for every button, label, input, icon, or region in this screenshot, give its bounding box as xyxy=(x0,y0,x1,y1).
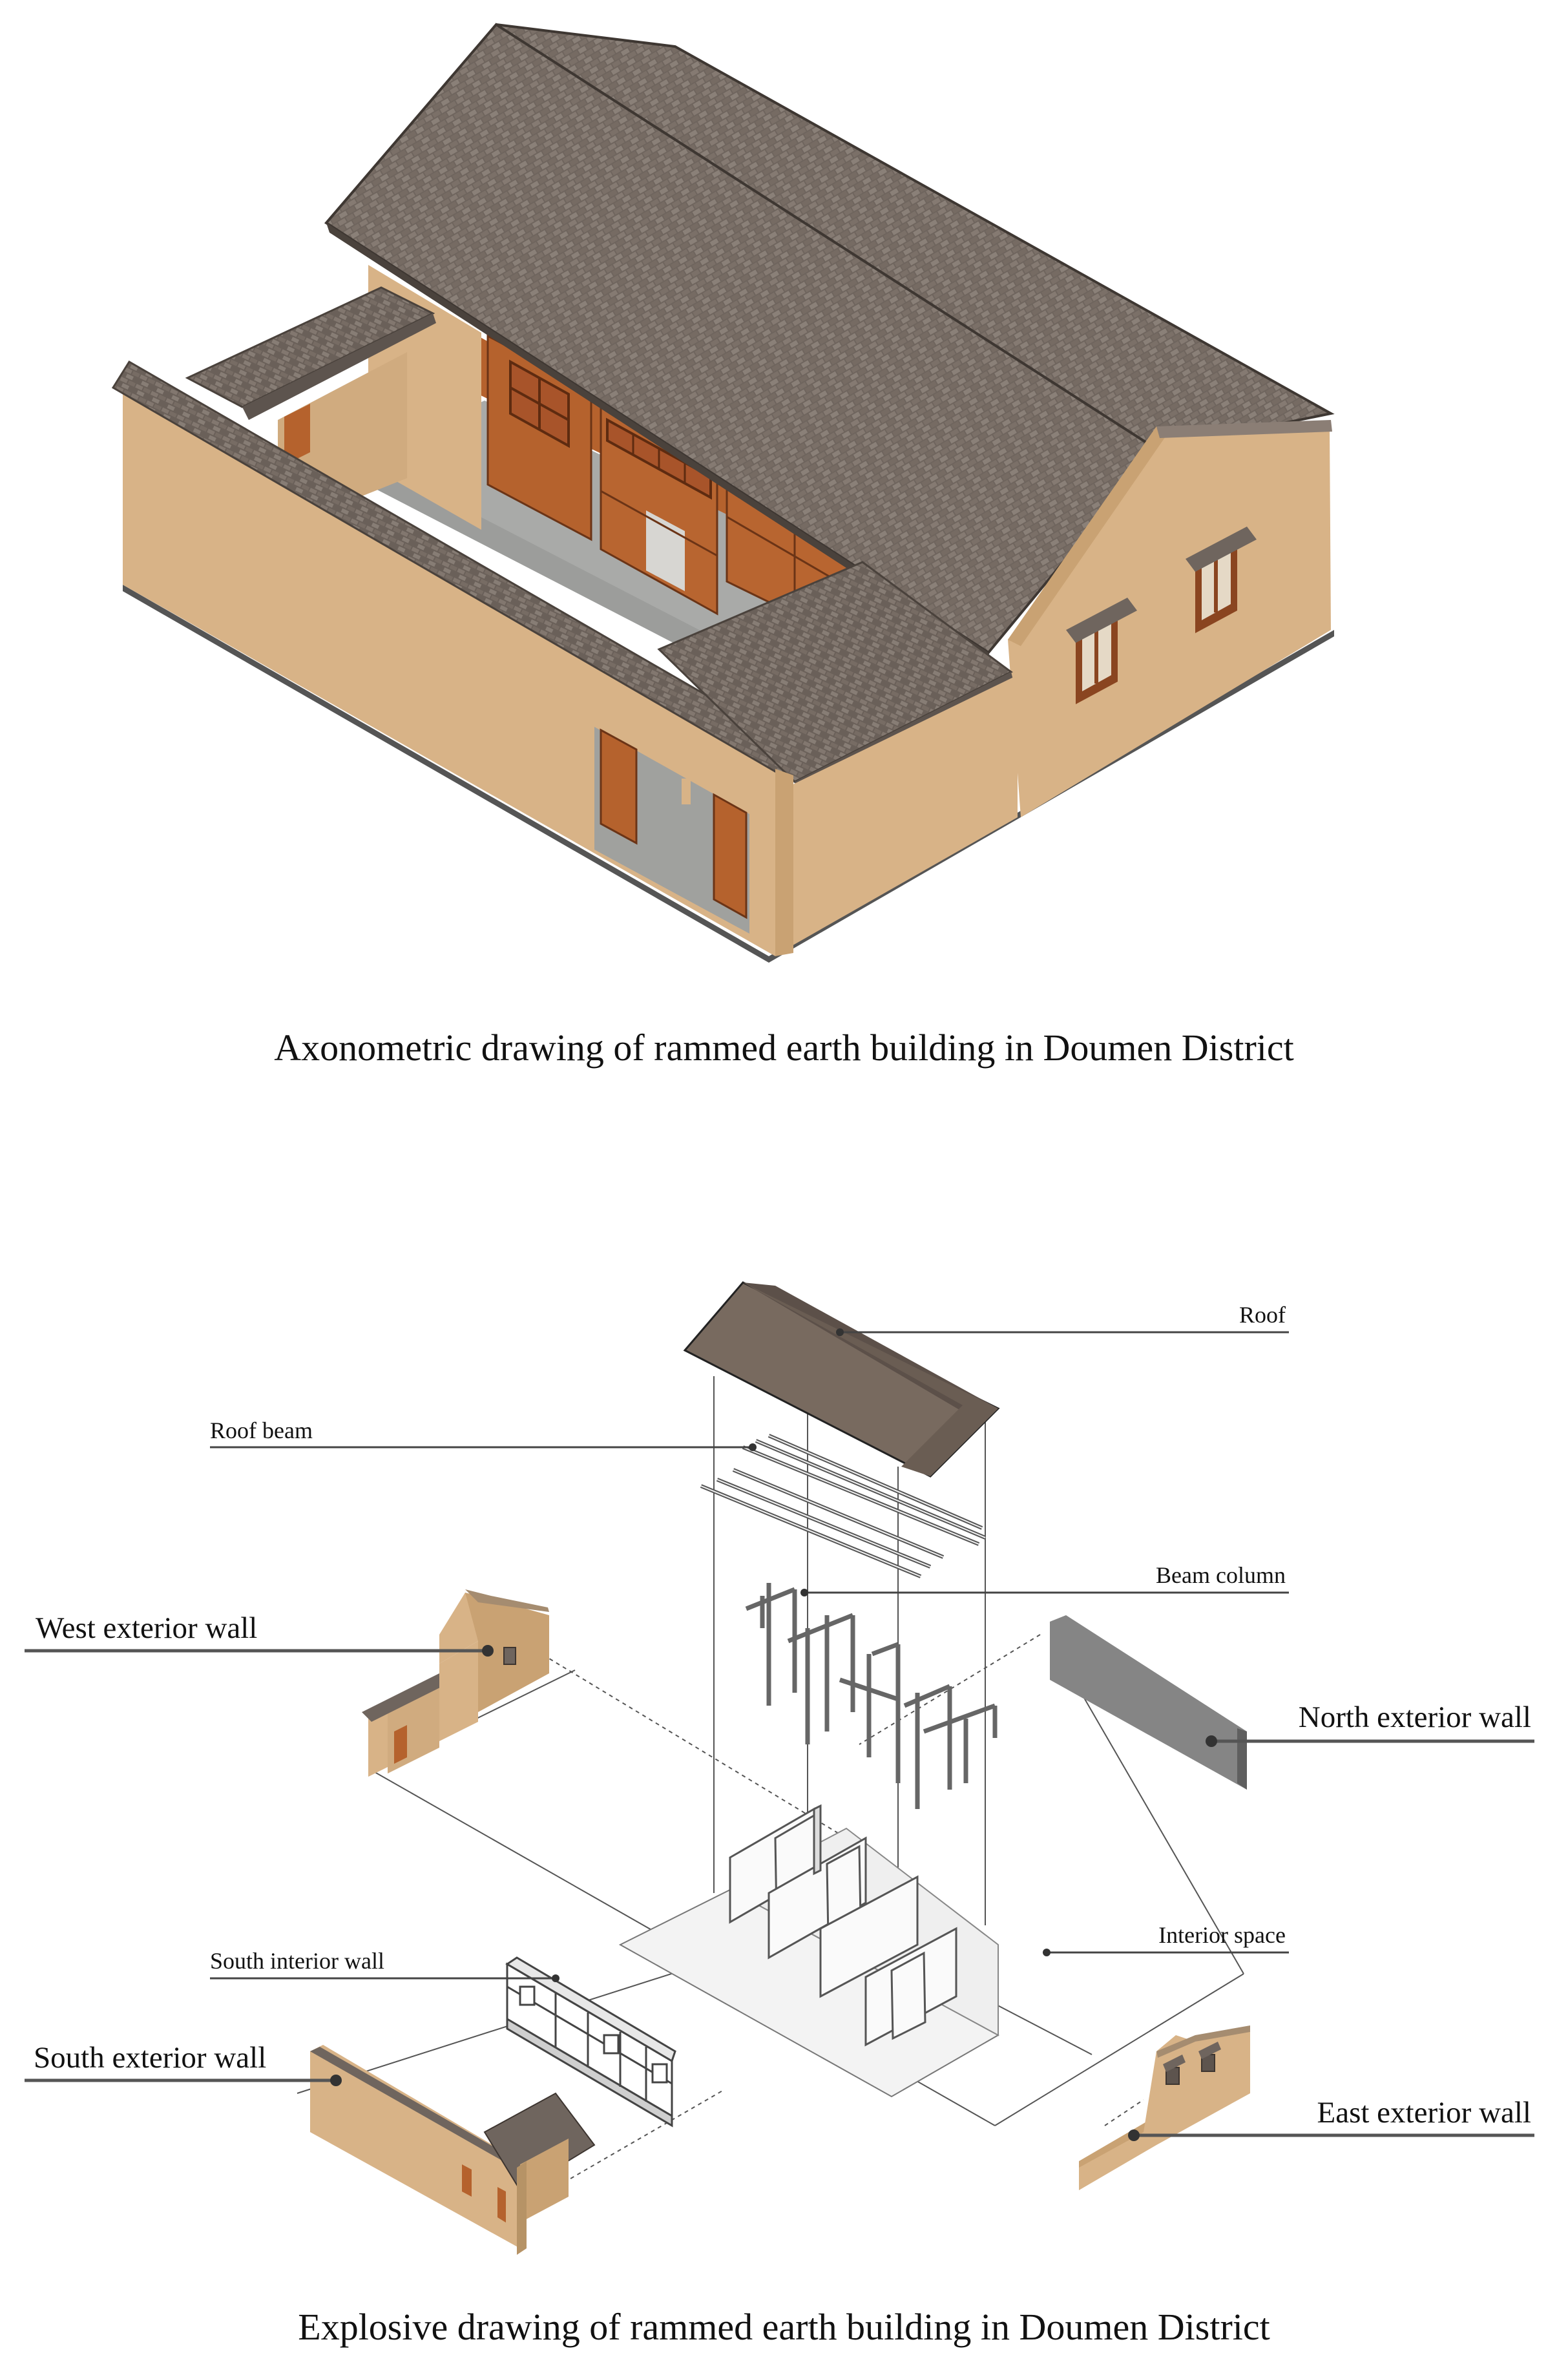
caption-explosive: Explosive drawing of rammed earth buildi… xyxy=(298,2306,1270,2348)
label-south-interior-wall: South interior wall xyxy=(210,1948,384,1974)
label-roof: Roof xyxy=(1239,1302,1286,1328)
entry-gate xyxy=(594,727,749,934)
label-beam-column: Beam column xyxy=(1156,1562,1286,1588)
exploded-south-exterior-wall xyxy=(310,2045,596,2255)
exploded-north-exterior-wall xyxy=(1050,1615,1247,1790)
gable-window-1 xyxy=(1066,598,1137,704)
explosive-drawing: Roof Roof beam Beam column West exterior… xyxy=(25,1281,1534,2255)
caption-axonometric: Axonometric drawing of rammed earth buil… xyxy=(274,1027,1294,1069)
axonometric-drawing xyxy=(111,23,1335,963)
exploded-roof xyxy=(683,1281,1000,1478)
label-roof-beam: Roof beam xyxy=(210,1418,313,1443)
label-east-exterior-wall: East exterior wall xyxy=(1317,2096,1531,2129)
exploded-east-exterior-wall xyxy=(1079,2025,1250,2190)
gable-window-2 xyxy=(1186,527,1257,633)
exploded-beam-columns xyxy=(745,1583,998,1809)
label-south-exterior-wall: South exterior wall xyxy=(34,2041,266,2075)
leader-lines xyxy=(210,1331,1289,1980)
south-wing-east-face xyxy=(785,675,1018,950)
leader-lines-bold xyxy=(25,1649,1534,2137)
label-north-exterior-wall: North exterior wall xyxy=(1299,1700,1531,1734)
exploded-south-interior-wall xyxy=(505,1956,676,2128)
label-west-exterior-wall: West exterior wall xyxy=(36,1611,257,1645)
exploded-west-exterior-wall xyxy=(362,1589,549,1777)
leader-dots xyxy=(330,1328,1217,2141)
roof-beam-highlights xyxy=(700,1435,986,1577)
label-interior-space: Interior space xyxy=(1158,1922,1286,1948)
main-roof-back-slope xyxy=(495,23,1335,451)
exploded-interior-partitions xyxy=(729,1804,957,2047)
